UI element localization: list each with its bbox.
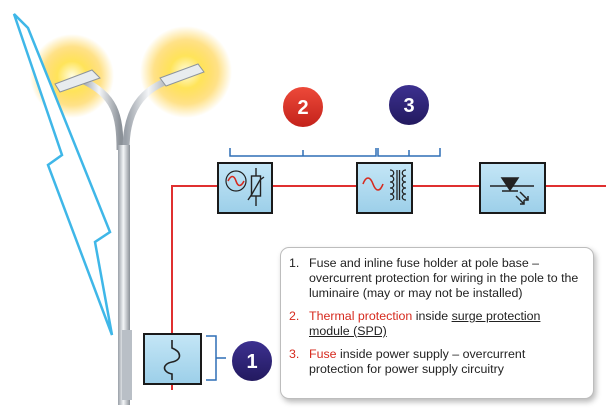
lightning-bolt-icon bbox=[12, 13, 114, 336]
badge-1-label: 1 bbox=[246, 351, 257, 373]
legend-item-1-text: Fuse and inline fuse holder at pole base… bbox=[309, 256, 579, 300]
legend-item-1-number: 1. bbox=[289, 256, 300, 270]
street-light-pole bbox=[54, 63, 205, 405]
legend-item-2-underlined: surge protection module (SPD) bbox=[309, 309, 541, 338]
badge-3-label: 3 bbox=[403, 95, 414, 117]
ac-sine-icon bbox=[225, 170, 247, 192]
wiring bbox=[171, 185, 606, 390]
legend-item-3-rest: inside power supply – overcurrent protec… bbox=[309, 347, 526, 376]
legend-item-3-number: 3. bbox=[289, 347, 300, 361]
bracket-3 bbox=[377, 148, 441, 157]
fuse-icon bbox=[163, 340, 181, 380]
led-box bbox=[479, 162, 546, 214]
legend-item-1: 1. Fuse and inline fuse holder at pole b… bbox=[289, 256, 583, 301]
legend-item-3: 3. Fuse inside power supply – overcurren… bbox=[289, 347, 583, 377]
legend-item-3-highlight: Fuse bbox=[309, 347, 337, 361]
badge-3: 3 bbox=[387, 83, 431, 127]
legend-item-2: 2. Thermal protection inside surge prote… bbox=[289, 309, 583, 339]
legend-item-2-connector: inside bbox=[412, 309, 452, 323]
fuse-box bbox=[143, 333, 202, 385]
power-supply-box bbox=[356, 162, 413, 214]
led-diode-icon bbox=[490, 177, 534, 205]
badge-2-label: 2 bbox=[297, 97, 308, 119]
badge-1: 1 bbox=[230, 339, 274, 383]
legend-item-2-number: 2. bbox=[289, 309, 300, 323]
bracket-2 bbox=[229, 148, 377, 157]
varistor-icon bbox=[247, 168, 265, 206]
spd-box bbox=[217, 162, 273, 214]
badge-2: 2 bbox=[281, 85, 325, 129]
bracket-1 bbox=[206, 335, 226, 381]
legend-item-2-highlight: Thermal protection bbox=[309, 309, 413, 323]
ac-sine-icon bbox=[362, 177, 384, 191]
legend-box: 1. Fuse and inline fuse holder at pole b… bbox=[280, 247, 594, 399]
transformer-icon bbox=[389, 169, 407, 201]
